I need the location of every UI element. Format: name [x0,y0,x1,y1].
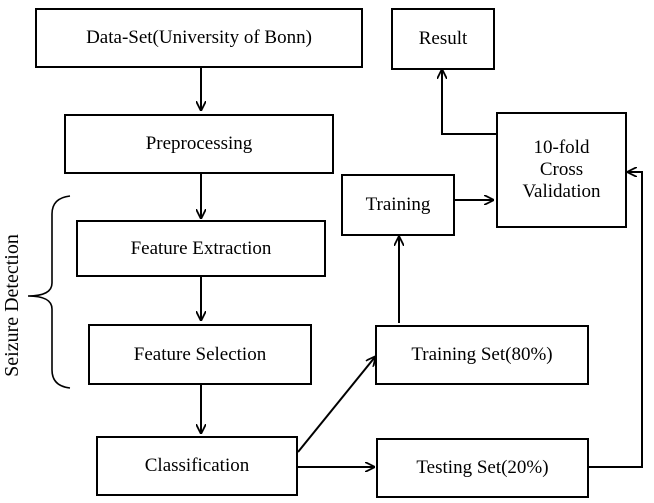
feature-selection-label: Feature Selection [133,343,267,365]
result-box: Result [391,8,495,70]
cross-validation-label: 10-fold Cross Validation [522,137,601,202]
testing-set-label: Testing Set(20%) [416,457,549,479]
arrow-testing-set-to-cross-validation [589,172,643,468]
preprocessing-label: Preprocessing [145,133,253,155]
feature-selection-box: Feature Selection [88,324,312,385]
result-label: Result [418,28,468,50]
classification-box: Classification [96,436,298,496]
cross-validation-box: 10-fold Cross Validation [496,112,627,228]
arrow-cross-validation-to-result [442,70,498,135]
feature-extraction-box: Feature Extraction [76,220,326,277]
training-label: Training [365,194,431,216]
classification-label: Classification [144,455,250,477]
training-set-label: Training Set(80%) [411,344,553,366]
testing-set-box: Testing Set(20%) [376,438,589,498]
feature-extraction-label: Feature Extraction [130,237,272,259]
dataset-label: Data-Set(University of Bonn) [86,27,312,49]
preprocessing-box: Preprocessing [64,114,334,174]
seizure-detection-bracket [27,195,71,389]
arrow-classification-to-training-set [297,357,375,453]
seizure-detection-label: Seizure Detection [0,233,23,377]
training-set-box: Training Set(80%) [375,325,589,385]
training-box: Training [341,174,455,236]
dataset-box: Data-Set(University of Bonn) [35,8,363,68]
seizure-detection-label-wrap: Seizure Detection [0,220,24,390]
